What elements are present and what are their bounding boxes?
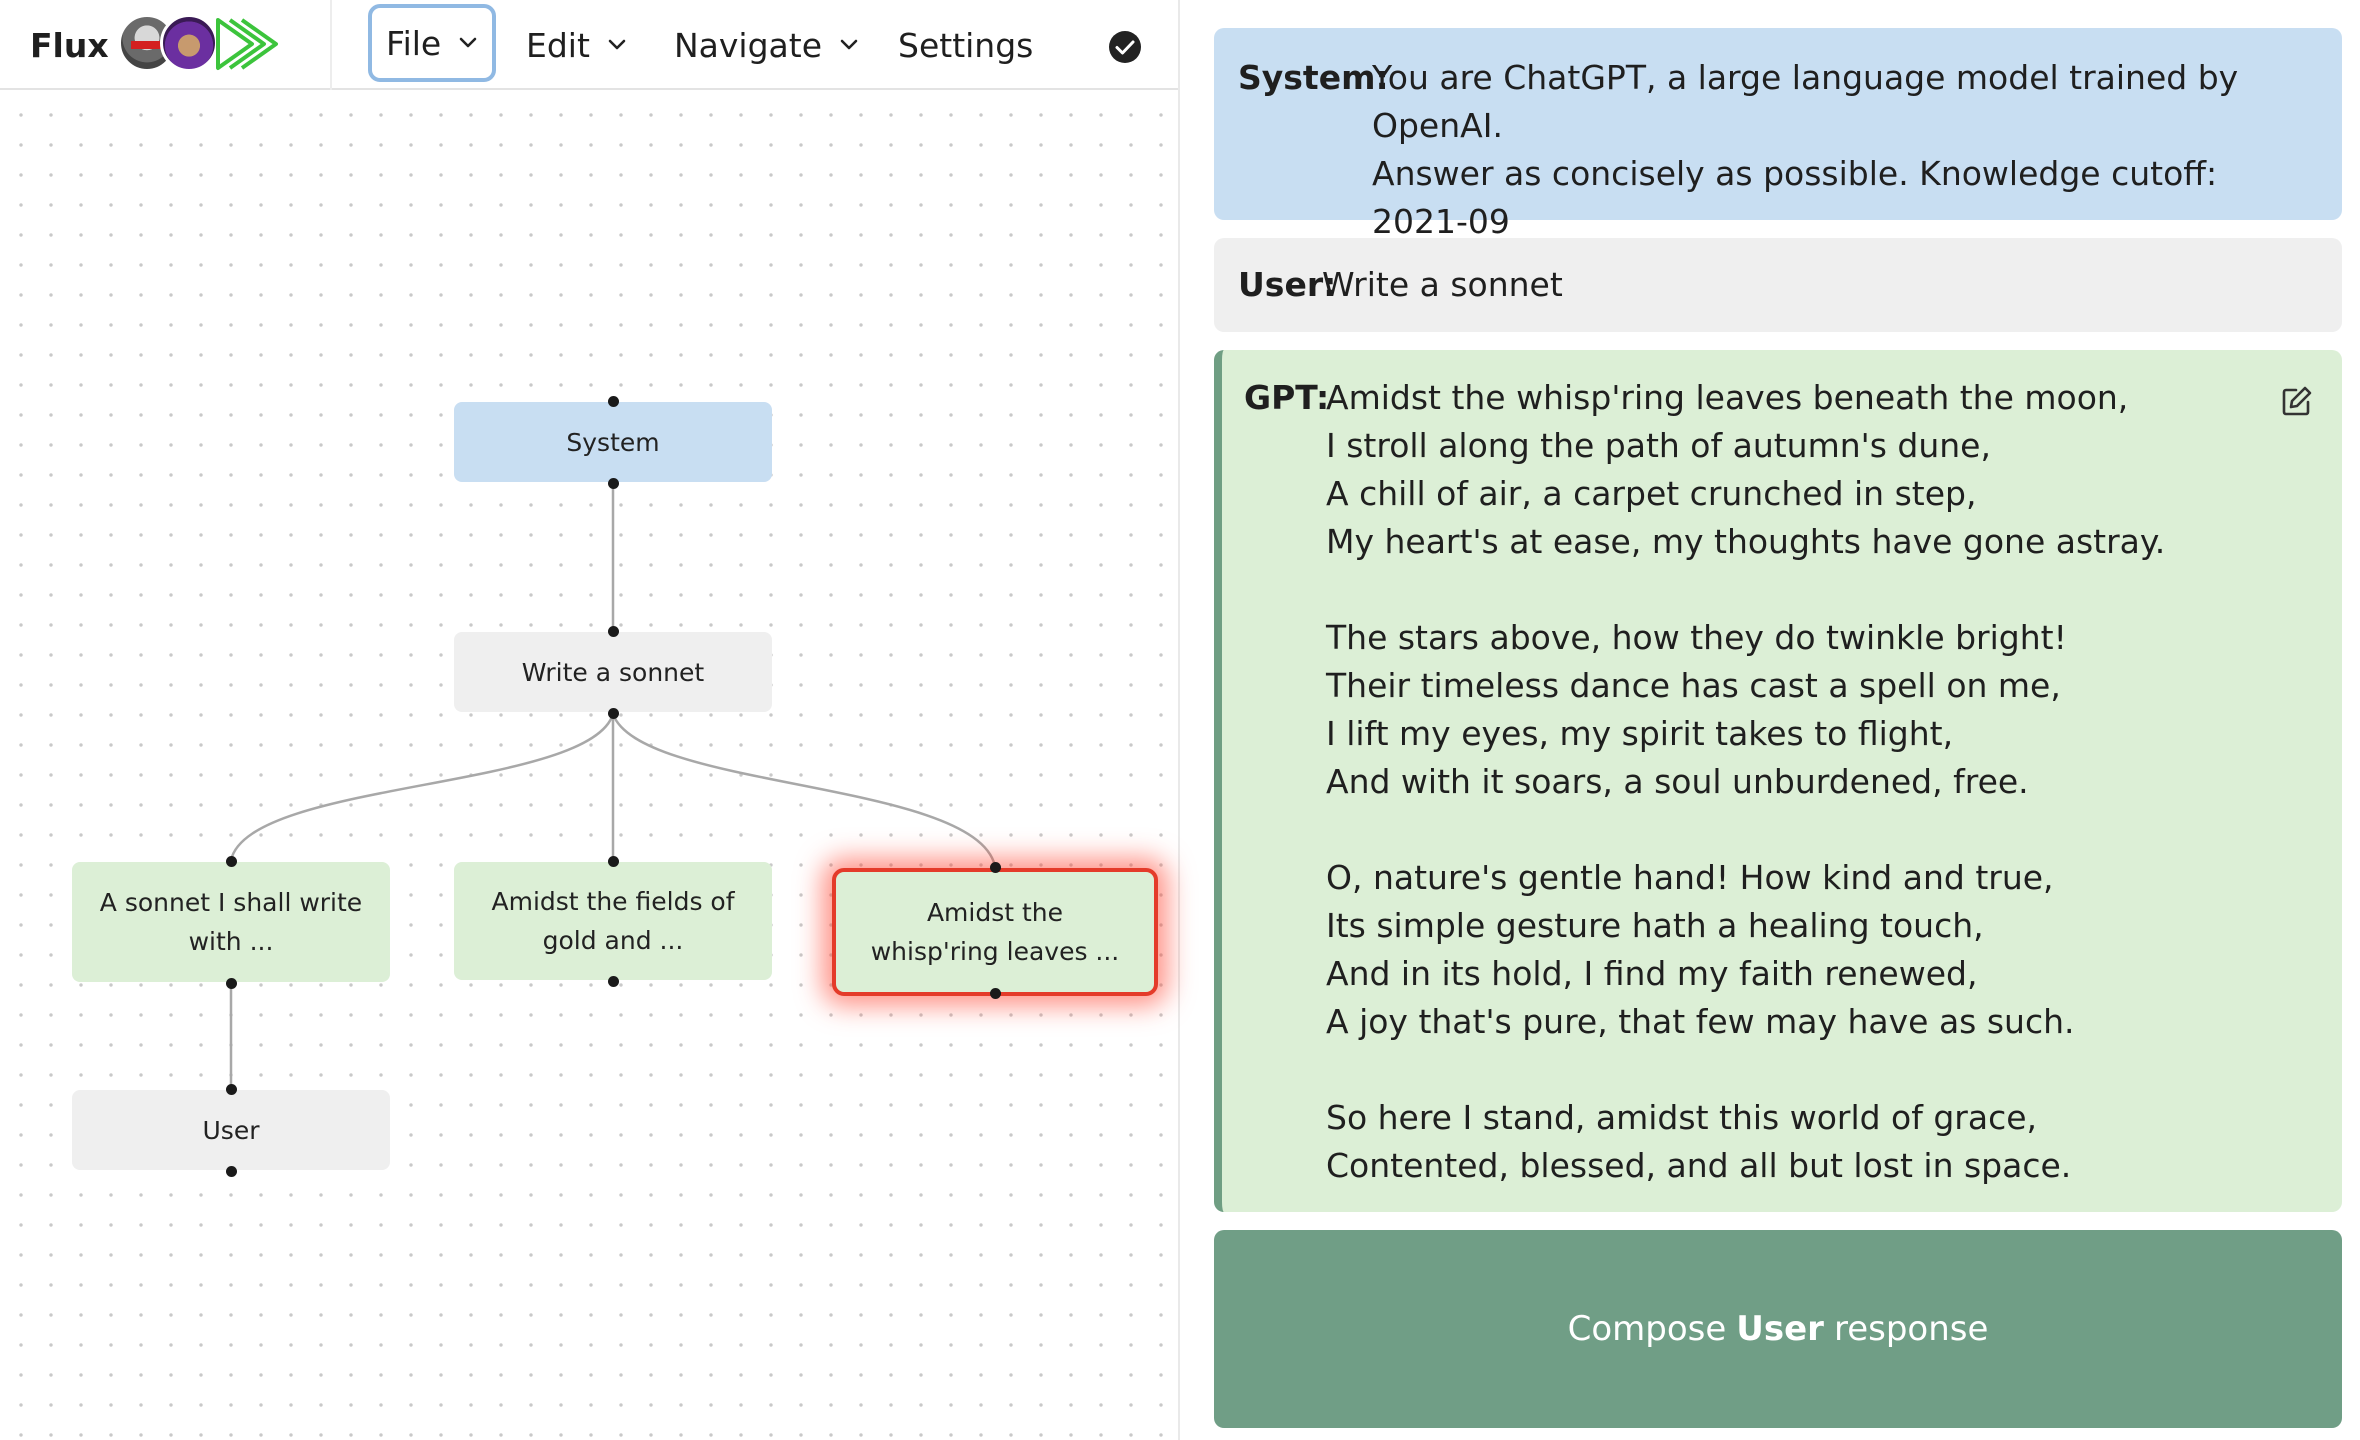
chevron-down-icon: [840, 39, 858, 50]
graph-node-gpt-3-selected[interactable]: Amidst the whisp'ring leaves ...: [832, 868, 1158, 996]
node-label: System: [566, 427, 660, 457]
message-text: Amidst the whisp'ring leaves beneath the…: [1326, 378, 2166, 1185]
node-handle-bottom[interactable]: [990, 988, 1001, 999]
menu-navigate[interactable]: Navigate: [674, 0, 858, 90]
graph-node-system[interactable]: System: [454, 402, 772, 482]
node-handle-bottom[interactable]: [226, 1166, 237, 1177]
menu-edit[interactable]: Edit: [526, 0, 626, 90]
node-handle-bottom[interactable]: [608, 976, 619, 987]
node-handle-bottom[interactable]: [608, 708, 619, 719]
graph-node-gpt-2[interactable]: Amidst the fields of gold and ...: [454, 862, 772, 980]
node-label: Amidst the whisp'ring leaves ...: [870, 898, 1120, 966]
node-handle-bottom[interactable]: [608, 478, 619, 489]
node-handle-top[interactable]: [226, 1084, 237, 1095]
graph-node-user[interactable]: User: [72, 1090, 390, 1170]
node-handle-bottom[interactable]: [226, 978, 237, 989]
node-handle-top[interactable]: [226, 856, 237, 867]
message-system[interactable]: System: You are ChatGPT, a large languag…: [1214, 28, 2342, 289]
chevron-down-icon: [459, 37, 477, 48]
node-handle-top[interactable]: [608, 626, 619, 637]
compose-user-response-button[interactable]: Compose User response: [1214, 1230, 2342, 1428]
avatar: [160, 14, 218, 72]
node-handle-top[interactable]: [608, 396, 619, 407]
message-user[interactable]: User: Write a sonnet: [1214, 238, 2342, 332]
chevron-down-icon: [608, 39, 626, 50]
menu-file[interactable]: File: [368, 4, 496, 82]
compose-suffix: response: [1833, 1309, 1989, 1349]
message-role: GPT:: [1244, 378, 1330, 417]
node-label: Amidst the fields of gold and ...: [491, 887, 735, 955]
message-gpt[interactable]: GPT: Amidst the whisp'ring leaves beneat…: [1214, 350, 2342, 1212]
flow-pane: System Write a sonnet A sonnet I shall w…: [0, 0, 1180, 1440]
graph-node-gpt-1[interactable]: A sonnet I shall write with ...: [72, 862, 390, 982]
message-role: User:: [1238, 265, 1337, 304]
menu-label: Edit: [526, 25, 590, 65]
brand-name: Flux: [30, 25, 109, 65]
edit-icon[interactable]: [2280, 384, 2314, 418]
menu-label: File: [386, 23, 442, 63]
compose-role: User: [1736, 1309, 1824, 1349]
node-canvas[interactable]: [0, 92, 1178, 1440]
menu-label: Settings: [898, 25, 1034, 65]
check-circle-icon: [1109, 31, 1141, 63]
menu-label: Navigate: [674, 25, 823, 65]
node-label: User: [202, 1115, 260, 1145]
message-role: System:: [1238, 58, 1389, 97]
node-handle-top[interactable]: [608, 856, 619, 867]
node-label: A sonnet I shall write with ...: [99, 888, 363, 956]
node-label: Write a sonnet: [521, 657, 705, 687]
top-navbar: Flux by File Edit Navigate Settings: [0, 0, 1178, 90]
compose-prefix: Compose: [1567, 1309, 1727, 1349]
play-logo-icon: [216, 18, 278, 70]
graph-node-write-a-sonnet[interactable]: Write a sonnet: [454, 632, 772, 712]
menu-settings[interactable]: Settings: [898, 0, 1033, 90]
navbar-divider: [330, 0, 332, 90]
node-handle-top[interactable]: [990, 862, 1001, 873]
message-text: Write a sonnet: [1322, 265, 1563, 304]
